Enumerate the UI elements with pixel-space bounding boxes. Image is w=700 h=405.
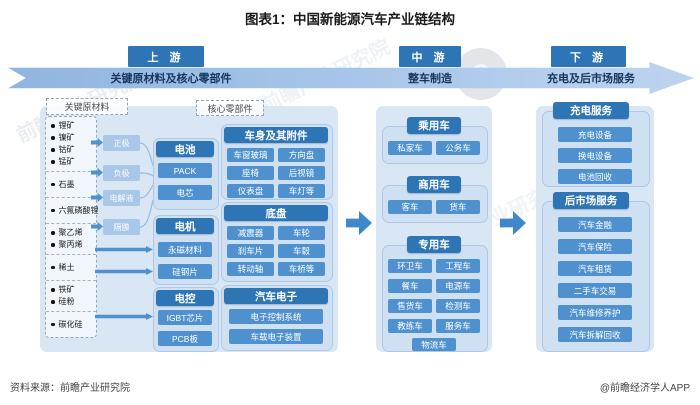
- body-item: 座椅: [227, 166, 274, 180]
- flow-arrow-icon: [500, 211, 526, 235]
- special-item: 物流车: [412, 338, 456, 351]
- control-header: 电控: [156, 290, 214, 306]
- stage-upstream-label: 上 游: [128, 46, 204, 67]
- material-group: 稀土: [46, 255, 96, 281]
- special-item: 教练车: [388, 319, 432, 333]
- aftermarket-item: 二手车交易: [558, 283, 632, 298]
- material-item: 聚丙烯: [51, 239, 94, 251]
- special-item: 检测车: [436, 299, 480, 313]
- material-item: 钴矿: [51, 144, 94, 156]
- aftermarket-item: 汽车维修养护: [558, 305, 632, 320]
- material-item: 硅粉: [51, 296, 94, 308]
- auto-electronics-item: 电子控制系统: [229, 309, 323, 324]
- stage-downstream-label: 下 游: [551, 46, 626, 67]
- control-item: IGBT芯片: [158, 310, 212, 325]
- auto-electronics-item: 车载电子装置: [229, 329, 323, 344]
- material-item: 铁矿: [51, 284, 94, 296]
- material-group: 聚乙烯 聚丙烯: [46, 224, 96, 255]
- body-item: 方向盘: [278, 148, 325, 162]
- motor-item: 硅钢片: [158, 264, 212, 279]
- material-item: 聚乙烯: [51, 227, 94, 239]
- material-item: 六氟磷酸锂: [51, 205, 99, 217]
- commercial-header: 商用车: [407, 176, 461, 193]
- band-label-midstream: 整车制造: [408, 73, 452, 85]
- passenger-item: 公务车: [436, 141, 480, 155]
- battery-input-separator: 隔膜: [103, 219, 140, 235]
- charging-item: 充电设备: [558, 127, 632, 142]
- special-header: 专用车: [407, 236, 461, 253]
- body-item: 车灯等: [278, 184, 325, 198]
- material-item: 锰矿: [51, 156, 94, 168]
- aftermarket-item: 汽车租赁: [558, 261, 632, 276]
- material-group: 铁矿 硅粉: [46, 281, 96, 312]
- motor-header: 电机: [156, 218, 214, 234]
- flow-arrow-icon: [346, 211, 372, 235]
- raw-materials-label: 关键原材料: [46, 98, 128, 115]
- body-item: 后视镜: [278, 166, 325, 180]
- material-group: 锂矿 镍矿 钴矿 锰矿: [46, 117, 96, 172]
- special-item: 电源车: [436, 279, 480, 293]
- material-group: 六氟磷酸锂: [46, 198, 99, 224]
- charging-header: 充电服务: [553, 102, 629, 119]
- charging-item: 电池回收: [558, 169, 632, 184]
- material-item: 稀土: [51, 262, 94, 274]
- special-item: 餐车: [388, 279, 432, 293]
- battery-input-electrolyte: 电解液: [103, 190, 140, 206]
- auto-electronics-header: 汽车电子: [224, 288, 328, 304]
- band-label-downstream: 充电及后市场服务: [547, 73, 635, 85]
- battery-input-cathode: 正极: [103, 135, 140, 151]
- material-item: 锂矿: [51, 120, 94, 132]
- band-label-upstream: 关键原材料及核心零部件: [110, 73, 232, 85]
- passenger-item: 私家车: [388, 141, 432, 155]
- special-item: 环卫车: [388, 259, 432, 273]
- material-item: 碳化硅: [51, 319, 94, 331]
- credit-note: @前瞻经济学人APP: [599, 383, 690, 394]
- charging-item: 换电设备: [558, 148, 632, 163]
- aftermarket-item: 汽车保险: [558, 239, 632, 254]
- material-long-arrow-icon: [95, 313, 153, 320]
- body-item: 车窗玻璃: [227, 148, 274, 162]
- motor-item: 永磁材料: [158, 242, 212, 257]
- control-item: PCB板: [158, 331, 212, 346]
- chassis-item: 刹车片: [227, 244, 274, 258]
- material-item: 镍矿: [51, 132, 94, 144]
- special-item: 服务车: [436, 319, 480, 333]
- raw-material-list: 锂矿 镍矿 钴矿 锰矿 石墨 六氟磷酸锂 聚乙烯 聚丙烯 稀土 铁矿 硅粉 碳化…: [45, 116, 99, 338]
- body-header: 车身及其附件: [224, 127, 328, 143]
- stage-midstream-label: 中 游: [399, 46, 461, 67]
- aftermarket-header: 后市场服务: [553, 192, 629, 209]
- chassis-item: 减震器: [227, 226, 274, 240]
- source-note: 资料来源：前瞻产业研究院: [10, 383, 130, 394]
- material-arrow-icon: [91, 193, 103, 202]
- aftermarket-item: 汽车拆解回收: [558, 327, 632, 342]
- material-arrow-icon: [91, 168, 103, 177]
- chassis-header: 底盘: [224, 205, 328, 221]
- aftermarket-item: 汽车金融: [558, 217, 632, 232]
- material-group: 碳化硅: [46, 312, 96, 337]
- battery-input-anode: 负极: [103, 165, 140, 181]
- material-long-arrow-icon: [95, 246, 153, 253]
- material-arrow-icon: [91, 222, 103, 231]
- commercial-item: 货车: [436, 200, 480, 214]
- chassis-item: 转动轴: [227, 262, 274, 276]
- material-arrow-icon: [91, 138, 103, 147]
- battery-item: PACK: [158, 163, 212, 178]
- special-item: 工程车: [436, 259, 480, 273]
- battery-item: 电芯: [158, 185, 212, 200]
- passenger-header: 乘用车: [407, 117, 461, 134]
- chassis-item: 车轮: [278, 226, 325, 240]
- chassis-item: 车桥等: [278, 262, 325, 276]
- core-components-label: 核心零部件: [196, 100, 264, 116]
- chassis-item: 车毂: [278, 244, 325, 258]
- material-group: 石墨: [46, 172, 96, 198]
- material-long-arrow-icon: [95, 268, 153, 275]
- connector-lines: [139, 142, 154, 228]
- page-title: 图表1：中国新能源汽车产业链结构: [244, 12, 455, 27]
- battery-header: 电池: [156, 141, 214, 157]
- material-item: 石墨: [51, 179, 94, 191]
- commercial-item: 客车: [388, 200, 432, 214]
- special-item: 售货车: [388, 299, 432, 313]
- body-item: 仪表盘: [227, 184, 274, 198]
